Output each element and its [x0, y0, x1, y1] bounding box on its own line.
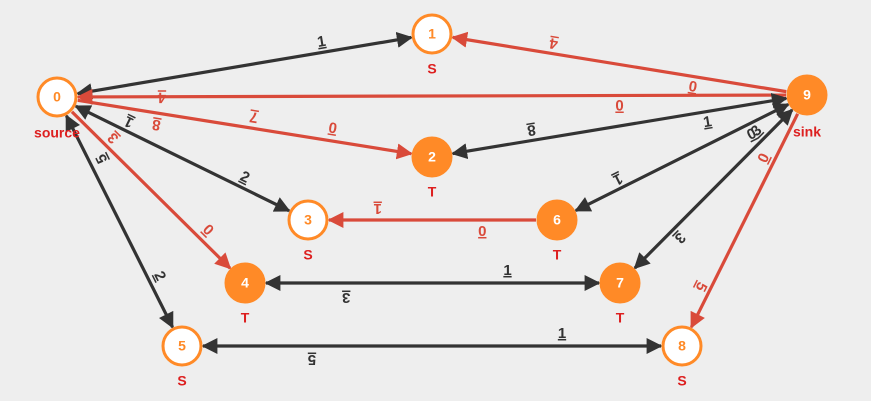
node-circle	[411, 136, 453, 178]
edge-capacity-label: 3	[342, 289, 350, 306]
edge-capacity-label: 8	[151, 116, 162, 134]
node-1[interactable]: 1S	[411, 13, 453, 77]
edge-capacity-label: 0	[478, 223, 486, 240]
edge-capacity-label: 1	[702, 113, 713, 131]
node-circle	[536, 199, 578, 241]
edge-capacity-label: 1	[121, 112, 136, 131]
node-6[interactable]: 6T	[536, 199, 578, 263]
edge-capacity-label: 3	[671, 229, 689, 247]
node-7[interactable]: 7T	[599, 262, 641, 326]
edge-capacity-label: 1	[610, 170, 625, 189]
node-tag: T	[428, 184, 437, 200]
edge-0-1: 1	[76, 31, 413, 100]
edge-capacity-label: 0	[199, 221, 217, 239]
node-circle	[161, 325, 203, 367]
node-tag: T	[616, 310, 625, 326]
node-label: 5	[178, 338, 186, 354]
node-label: 8	[678, 338, 686, 354]
node-label: 4	[241, 275, 249, 291]
node-label: 0	[53, 89, 61, 105]
node-label: 6	[553, 212, 561, 228]
node-2[interactable]: 2T	[411, 136, 453, 200]
edge-capacity-label: 0	[327, 119, 338, 137]
node-tag: S	[427, 61, 436, 77]
edge-line	[689, 113, 800, 329]
edge-6-3: 01	[327, 200, 536, 240]
edge-capacity-label: 1	[374, 200, 382, 217]
edge-capacity-label: 0	[754, 151, 773, 166]
edge-capacity-label: 0	[687, 78, 698, 96]
node-8[interactable]: 8S	[661, 325, 703, 389]
node-circle	[36, 76, 78, 118]
edge-line	[76, 31, 413, 100]
node-4[interactable]: 4T	[224, 262, 266, 326]
node-5[interactable]: 5S	[161, 325, 203, 389]
edge-capacity-label: 0	[615, 97, 623, 114]
node-label: 2	[428, 149, 436, 165]
node-0[interactable]: 0 source	[34, 76, 80, 141]
edge-4-7: 13	[264, 262, 601, 306]
edge-capacity-label: 2	[237, 168, 252, 187]
edge-line	[451, 31, 787, 94]
edge-capacity-label: 4	[157, 89, 166, 106]
edge-capacity-label: 2	[150, 269, 169, 284]
node-tag: T	[553, 247, 562, 263]
edge-capacity-label: 5	[692, 279, 711, 294]
node-tag: S	[177, 373, 186, 389]
edge-line	[64, 114, 175, 329]
edge-capacity-label: 1	[503, 262, 511, 279]
node-label: 1	[428, 26, 436, 42]
edge-capacity-label: 5	[308, 351, 316, 368]
node-circle	[599, 262, 641, 304]
edge-line	[633, 108, 794, 270]
edge-line	[70, 110, 232, 270]
edge-capacity-label: 1	[316, 33, 327, 51]
edge-capacity-label: 7	[248, 108, 259, 126]
edge-line	[76, 88, 787, 105]
node-tag: T	[241, 310, 250, 326]
edge-5-8: 15	[201, 325, 663, 368]
node-tag: source	[34, 125, 80, 141]
edge-9-0: 04	[76, 88, 787, 114]
node-circle	[411, 13, 453, 55]
node-circle	[661, 325, 703, 367]
edge-0-4: 30	[70, 110, 232, 270]
node-circle	[224, 262, 266, 304]
node-tag: S	[303, 247, 312, 263]
edge-9-7: 33	[633, 108, 794, 270]
node-circle	[287, 199, 329, 241]
node-label: 7	[616, 275, 624, 291]
edge-capacity-label: 4	[548, 34, 560, 52]
node-tag: S	[677, 373, 686, 389]
edge-capacity-label: 3	[104, 129, 122, 147]
node-label: 3	[304, 212, 312, 228]
node-tag: sink	[793, 124, 821, 140]
edge-capacity-label: 8	[526, 121, 537, 139]
node-label: 9	[803, 87, 811, 103]
edge-capacity-label: 5	[92, 151, 111, 166]
node-9[interactable]: 9 sink	[786, 74, 828, 140]
edge-capacity-label: 1	[558, 325, 566, 342]
node-3[interactable]: 3S	[287, 199, 329, 263]
node-circle	[786, 74, 828, 116]
edge-9-1: 04	[451, 31, 787, 96]
